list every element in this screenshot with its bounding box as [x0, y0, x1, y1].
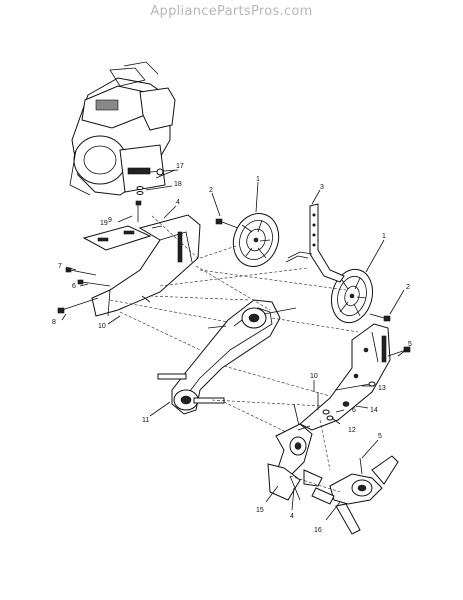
- callout-10-left: 10: [98, 323, 106, 330]
- callout-11: 11: [142, 417, 149, 424]
- callout-10-right: 10: [310, 373, 318, 380]
- right-frame-bracket: [293, 323, 391, 431]
- left-frame-bracket: [91, 214, 201, 317]
- callout-19: 19: [100, 220, 108, 227]
- callout-6-left: 6: [72, 283, 76, 290]
- callout-6-right: 6: [352, 407, 356, 414]
- callout-3: 3: [320, 184, 324, 191]
- callout-8: 8: [52, 319, 56, 326]
- wheel-lower: [330, 268, 391, 324]
- callout-16: 16: [314, 527, 322, 534]
- callout-1-lower: 1: [382, 233, 386, 240]
- wheel-upper: [215, 213, 280, 267]
- callout-2-left: 2: [209, 187, 213, 194]
- callout-17: 17: [176, 163, 184, 170]
- callout-18: 18: [174, 181, 182, 188]
- callout-2-right: 2: [406, 284, 410, 291]
- callout-5-lower: 5: [378, 433, 382, 440]
- leader-lines: [61, 169, 407, 521]
- callout-5-upper: 5: [408, 341, 412, 348]
- callout-numbers: 1 1 2 2 3 4 4 5 5 6 6 7 8 9 10 10 11 12 …: [52, 163, 412, 534]
- tine-assembly-right: [311, 455, 399, 535]
- site-watermark: AppliancePartsPros.com: [150, 4, 313, 19]
- engine: [69, 61, 179, 196]
- wheel-bracket: [285, 203, 345, 283]
- callout-7: 7: [58, 263, 62, 270]
- callout-14: 14: [370, 407, 378, 414]
- transmission-housing: [157, 299, 297, 415]
- callout-4-lower: 4: [290, 513, 294, 520]
- callout-13: 13: [378, 385, 386, 392]
- tine-assembly-left: [267, 423, 323, 501]
- mounting-plate: [82, 225, 152, 251]
- callout-1-upper: 1: [256, 176, 260, 183]
- callout-4-upper: 4: [176, 199, 180, 206]
- alignment-lines: [109, 215, 359, 493]
- callout-9: 9: [108, 217, 112, 224]
- callout-15: 15: [256, 507, 264, 514]
- callout-12: 12: [348, 427, 356, 434]
